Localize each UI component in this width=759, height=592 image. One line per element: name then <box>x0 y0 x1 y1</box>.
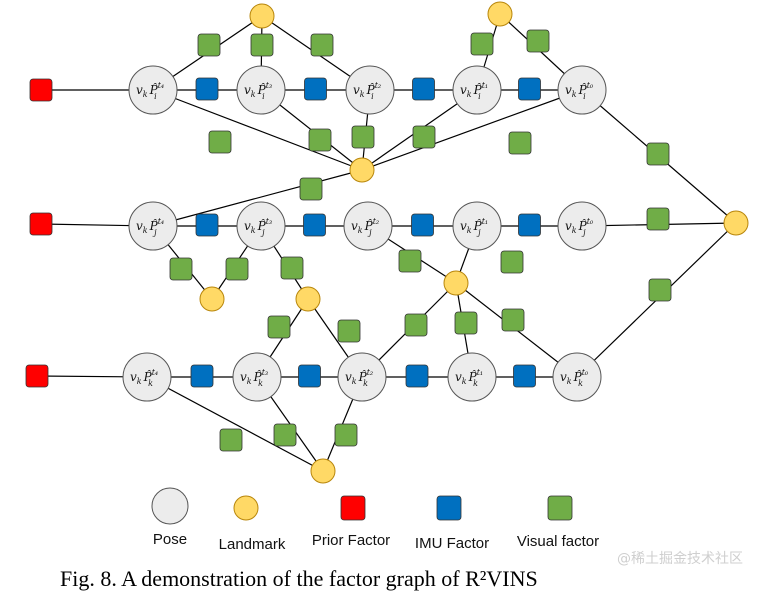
watermark: @稀土掘金技术社区 <box>617 551 743 567</box>
visual-factor <box>646 207 670 231</box>
landmark-node <box>295 286 321 312</box>
imu-factor <box>298 364 321 388</box>
landmark-node <box>349 157 375 183</box>
visual-factor <box>280 256 304 280</box>
visual-factor <box>310 33 334 57</box>
imu-factor <box>405 364 429 388</box>
landmark-node <box>487 1 513 27</box>
graph-landmarks <box>199 1 749 484</box>
landmark-node <box>199 286 225 312</box>
visual-factor <box>398 249 422 273</box>
visual-factor <box>273 423 297 447</box>
visual-edge <box>152 89 363 171</box>
legend-item-imu: IMU Factor <box>415 495 489 552</box>
imu-factor <box>304 77 327 101</box>
visual-factor <box>648 278 672 302</box>
imu-factor <box>303 213 326 237</box>
legend-label: Pose <box>153 531 187 548</box>
imu-factor <box>513 364 536 388</box>
legend-label: IMU Factor <box>415 535 489 552</box>
legend-swatch-visual <box>547 495 573 521</box>
visual-edge <box>361 89 583 171</box>
visual-factor <box>267 315 291 339</box>
visual-factor <box>208 130 232 154</box>
visual-factor <box>308 128 332 152</box>
legend: Pose Landmark Prior Factor IMU Factor Visual… <box>151 487 599 553</box>
visual-factor <box>351 125 375 149</box>
landmark-node <box>443 270 469 296</box>
prior-factor <box>29 78 53 102</box>
imu-factor <box>412 77 435 101</box>
visual-factor <box>646 142 670 166</box>
visual-edge <box>152 169 363 227</box>
visual-factor <box>404 313 428 337</box>
visual-factor <box>500 250 524 274</box>
visual-factor <box>470 32 494 56</box>
visual-factor <box>454 311 478 335</box>
visual-factor <box>225 257 249 281</box>
landmark-node <box>723 210 749 236</box>
legend-item-pose: Pose <box>151 487 189 548</box>
visual-factor <box>337 319 361 343</box>
legend-item-landmark: Landmark <box>219 495 286 553</box>
imu-factor <box>518 77 541 101</box>
legend-label: Prior Factor <box>312 532 390 549</box>
imu-factor <box>195 77 219 101</box>
visual-edge <box>146 376 324 472</box>
visual-factor <box>219 428 243 452</box>
legend-item-visual: Visual factor <box>517 495 599 550</box>
visual-factor <box>501 308 525 332</box>
imu-factor <box>411 213 434 237</box>
graph-factors <box>25 29 672 452</box>
legend-item-prior: Prior Factor <box>312 495 390 549</box>
landmark-node <box>310 458 336 484</box>
legend-swatch-landmark <box>233 495 259 521</box>
visual-factor <box>412 125 436 149</box>
visual-factor <box>250 33 274 57</box>
legend-swatch-prior <box>340 495 366 521</box>
landmark-node <box>249 3 275 29</box>
legend-label: Landmark <box>219 536 286 553</box>
legend-label: Visual factor <box>517 533 599 550</box>
legend-swatch-imu <box>436 495 462 521</box>
visual-factor <box>526 29 550 53</box>
prior-factor <box>29 212 53 236</box>
visual-factor <box>169 257 193 281</box>
visual-factor <box>334 423 358 447</box>
imu-factor <box>190 364 214 388</box>
prior-factor <box>25 364 49 388</box>
visual-factor <box>299 177 323 201</box>
figure-caption: Fig. 8. A demonstration of the factor gr… <box>60 566 538 591</box>
visual-factor <box>508 131 532 155</box>
imu-factor <box>518 213 541 237</box>
imu-factor <box>195 213 219 237</box>
legend-swatch-pose <box>151 487 189 525</box>
visual-factor <box>197 33 221 57</box>
